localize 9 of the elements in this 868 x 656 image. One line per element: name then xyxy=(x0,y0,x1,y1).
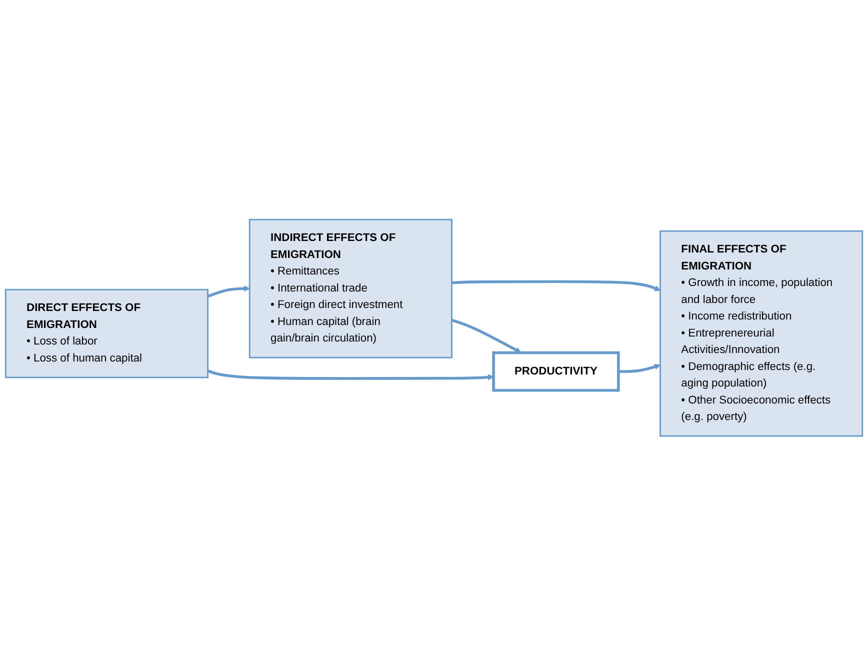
arrow xyxy=(207,286,250,298)
node-box: INDIRECT EFFECTS OF EMIGRATION • Remittances • International trade • Foreign direct investment • Human capital (brain gain/brain circulation) xyxy=(248,219,452,358)
arrow xyxy=(452,280,661,292)
node-box: PRODUCTIVITY xyxy=(492,352,620,392)
node-box: DIRECT EFFECTS OF EMIGRATION • Loss of labor • Loss of human capital xyxy=(4,289,208,378)
arrow xyxy=(207,370,494,380)
node-box: FINAL EFFECTS OF EMIGRATION • Growth in income, population and labor force • Income redistribution • Entreprenereurial Activities/Innovation • Demographic effects (e.g. aging population) • Other Socioeconomic effects (e.g. poverty) xyxy=(660,230,864,437)
arrow xyxy=(618,364,661,374)
arrow xyxy=(451,318,522,354)
